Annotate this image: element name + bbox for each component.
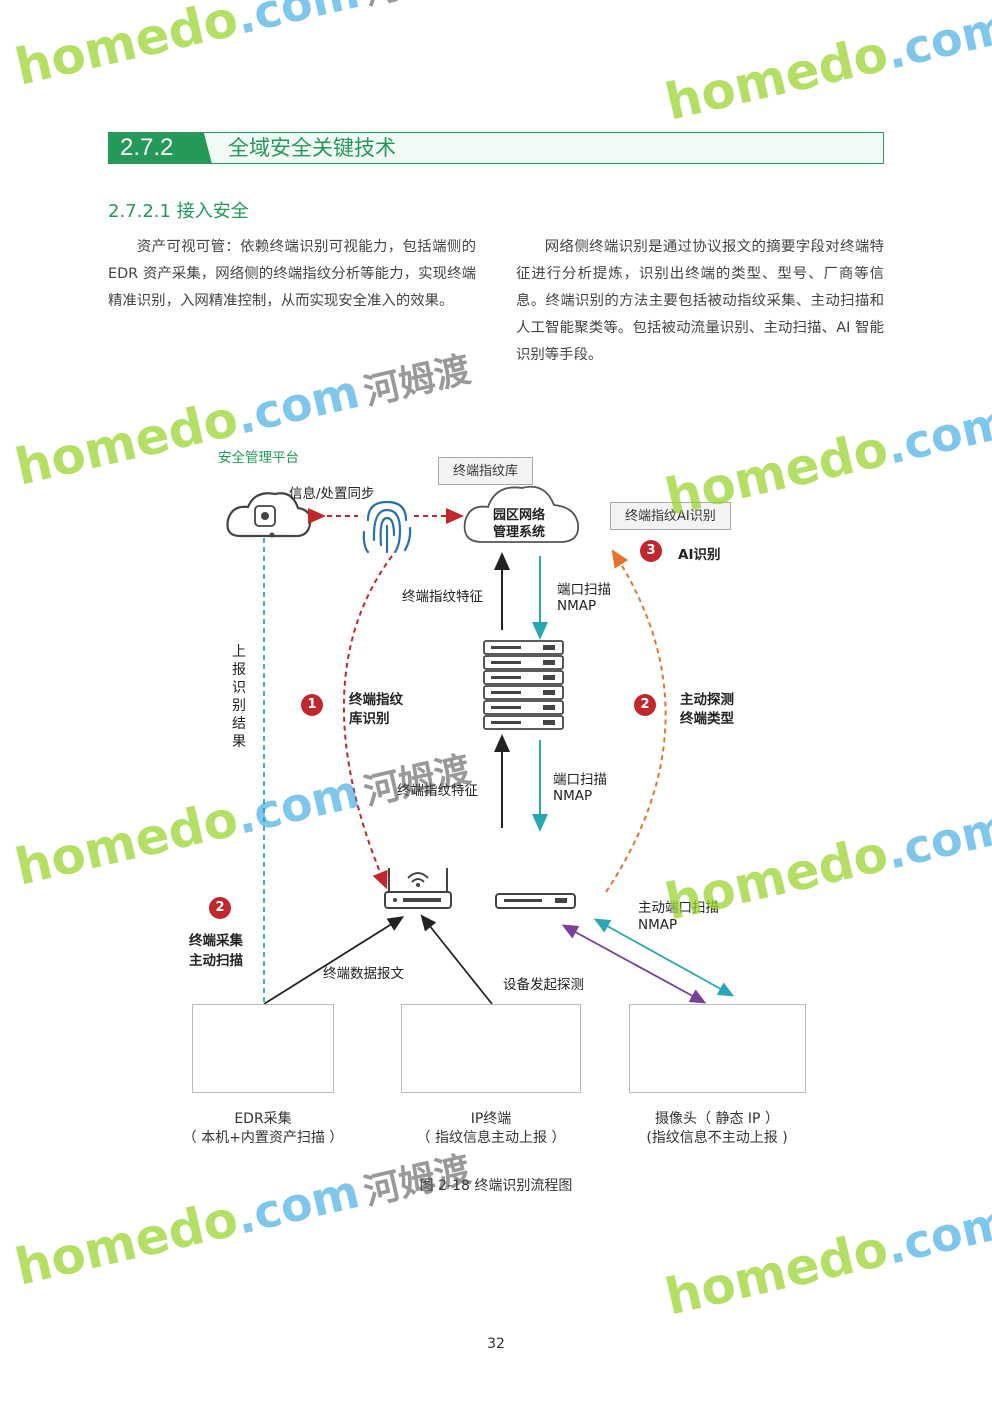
edr-badge-letter: E (278, 1013, 288, 1028)
feature-label-bottom: 终端指纹特征 (397, 783, 478, 799)
subsection-title: 2.7.2.1 接入安全 (108, 201, 249, 222)
camera-caption: 摄像头（ 静态 IP ） (指纹信息不主动上报 ) (622, 1110, 812, 1148)
edr-device-box (192, 1004, 334, 1093)
ai-identification-label: AI识别 (678, 547, 721, 563)
port-scan-label-top: 端口扫描 (557, 582, 611, 598)
wireless-router-icon (384, 868, 452, 909)
network-switch-icon (495, 893, 576, 909)
nmap-label-bottom: NMAP (553, 788, 593, 804)
edr-badge-letter: E (307, 1051, 317, 1066)
camera-box (629, 1004, 806, 1093)
edr-badge-letter: E (242, 1051, 252, 1066)
fingerprint-db-box: 终端指纹库 (438, 457, 534, 485)
fingerprint-icon (362, 500, 412, 554)
campus-network-label-1: 园区网络 (493, 508, 546, 523)
nmap-label-top: NMAP (557, 598, 597, 614)
camera-caption-line2: (指纹信息不主动上报 ) (646, 1130, 788, 1146)
edr-collect-label-1: 终端采集 (189, 933, 243, 949)
edr-collect-label-2: 主动扫描 (189, 953, 243, 969)
edr-caption: EDR采集 （ 本机+内置资产扫描 ） (171, 1110, 355, 1148)
sync-label: 信息/处置同步 (289, 486, 375, 502)
section-header-bar (108, 132, 884, 164)
device-probe-label: 设备发起探测 (503, 977, 584, 993)
section-number: 2.7.2 (108, 132, 212, 164)
step-badge-1: 1 (301, 694, 323, 716)
ai-identification-box: 终端指纹AI识别 (610, 502, 731, 530)
step-badge-3: 3 (640, 540, 662, 562)
edr-caption-line2: （ 本机+内置资产扫描 ） (182, 1130, 344, 1146)
feature-label-top: 终端指纹特征 (402, 589, 483, 605)
edr-caption-line1: EDR采集 (234, 1111, 292, 1127)
active-port-scan-nmap-label: NMAP (638, 917, 678, 933)
campus-network-label-2: 管理系统 (493, 525, 546, 540)
paragraph-left-text: 资产可视可管：依赖终端识别可视能力，包括端侧的 EDR 资产采集，网络侧的终端指… (108, 239, 476, 309)
security-platform-label: 安全管理平台 (218, 450, 299, 466)
ip-terminal-box (401, 1004, 581, 1093)
security-platform-cloud-icon (226, 492, 312, 538)
paragraph-left: 资产可视可管：依赖终端识别可视能力，包括端侧的 EDR 资产采集，网络侧的终端指… (108, 234, 476, 315)
fingerprint-db-identify-label-2: 库识别 (349, 711, 390, 727)
paragraph-right-text: 网络侧终端识别是通过协议报文的摘要字段对终端特征进行分析提炼，识别出终端的类型、… (516, 239, 884, 363)
step-badge-2: 2 (634, 694, 656, 716)
report-result-vertical-label: 上 报 识 别 结 果 (232, 644, 246, 750)
data-packet-label: 终端数据报文 (323, 966, 404, 982)
ip-caption-line2: （ 指纹信息主动上报 ） (416, 1130, 566, 1146)
paragraph-right: 网络侧终端识别是通过协议报文的摘要字段对终端特征进行分析提炼，识别出终端的类型、… (516, 234, 884, 369)
campus-network-cloud-shape (463, 485, 580, 543)
step-badge-2-edr: 2 (209, 897, 231, 919)
ip-caption-line1: IP终端 (470, 1111, 512, 1127)
fingerprint-db-identify-label-1: 终端指纹 (349, 692, 403, 708)
active-probe-label-2: 终端类型 (680, 711, 734, 727)
active-probe-label-1: 主动探测 (680, 692, 734, 708)
active-port-scan-label: 主动端口扫描 (638, 900, 719, 916)
figure-caption: 图 2-18 终端识别流程图 (419, 1178, 573, 1194)
camera-caption-line1: 摄像头（ 静态 IP ） (655, 1111, 779, 1127)
port-scan-label-bottom: 端口扫描 (553, 772, 607, 788)
server-stack-icon (483, 640, 564, 730)
ip-terminal-caption: IP终端 （ 指纹信息主动上报 ） (398, 1110, 584, 1148)
page-number: 32 (487, 1336, 505, 1352)
section-title: 全域安全关键技术 (228, 136, 396, 160)
